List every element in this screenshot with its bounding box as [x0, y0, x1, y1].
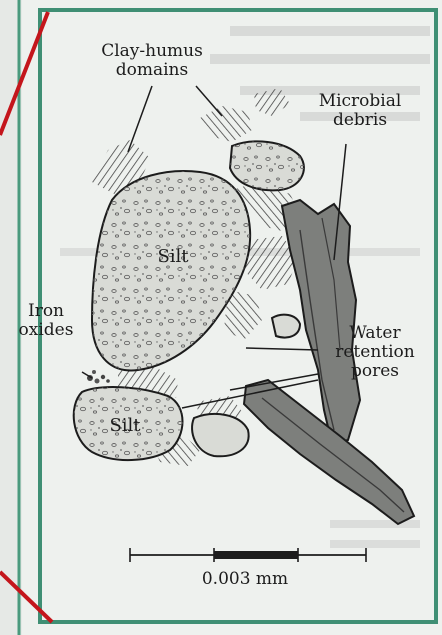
label-clay-humus-domains: Clay-humus domains — [82, 42, 222, 80]
label-microbial-debris: Microbial debris — [300, 92, 420, 130]
particle-chip — [272, 315, 300, 338]
particle-fragment — [192, 414, 249, 456]
label-water-retention-pores: Water retention pores — [316, 324, 434, 381]
label-iron-oxides: Iron oxides — [6, 302, 86, 340]
scale-bar-label: 0.003 mm — [180, 570, 310, 589]
label-silt-large: Silt — [148, 247, 198, 266]
label-silt-small: Silt — [100, 416, 150, 435]
